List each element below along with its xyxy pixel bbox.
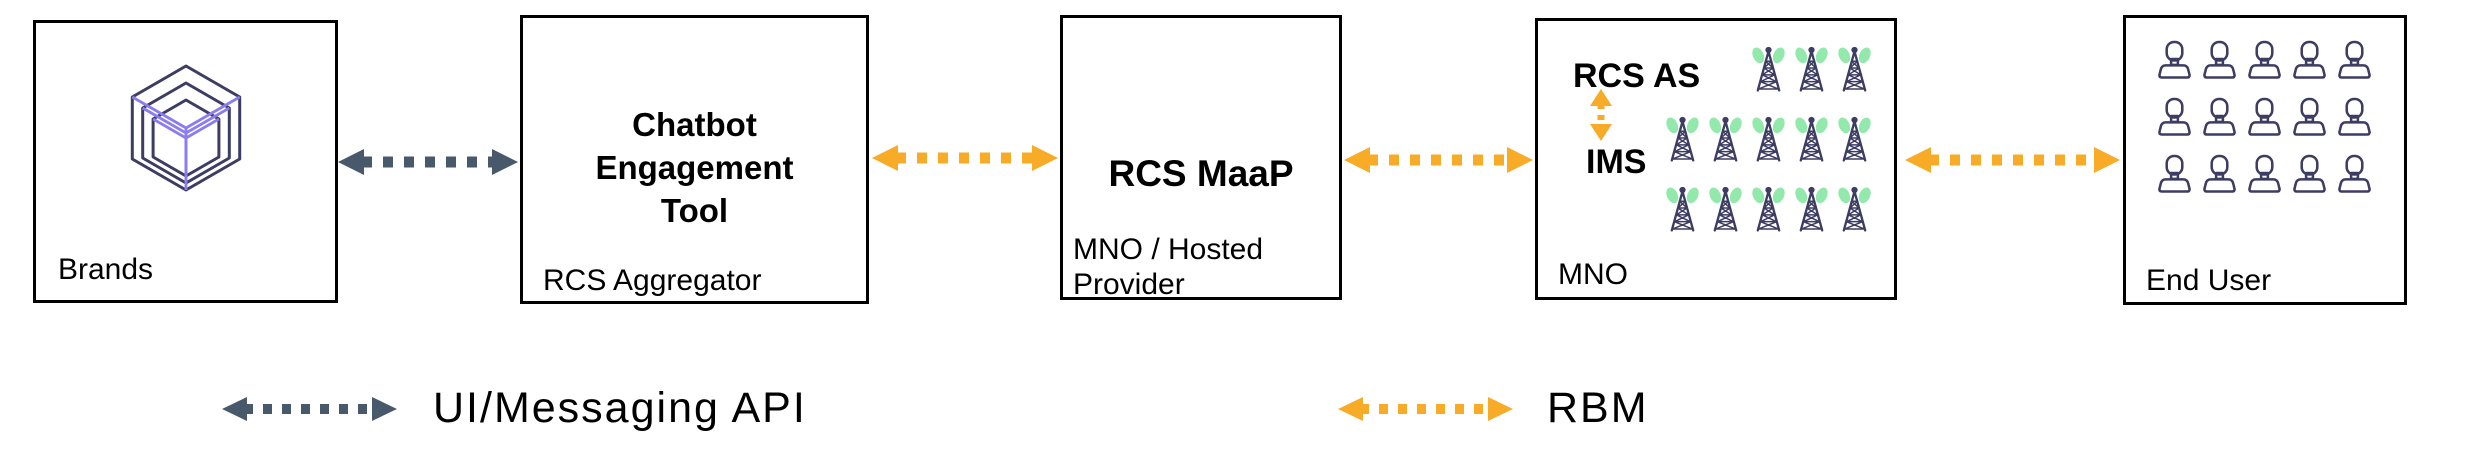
rbm-arrow-icon [1338,396,1513,421]
cell-tower-icon [1709,116,1742,162]
cell-tower-icon [1795,186,1828,232]
rcs-as-label: RCS AS [1573,57,1701,95]
cell-tower-icon [1752,186,1785,232]
rbm-connector-mno-enduser [1905,147,2120,173]
person-icon [2248,40,2281,79]
api-connector-brands-chatbot [338,149,518,175]
tower-row [1664,44,1873,94]
person-row [2156,154,2373,194]
brands-label: Brands [58,253,154,286]
person-icon [2338,154,2371,193]
rcs-maap-title: RCS MaaP [1108,153,1294,194]
cell-tower-icon [1709,186,1742,232]
api-arrow-icon [222,396,397,421]
rbm-connector-maap-mno [1344,147,1533,173]
cell-tower-icon [1838,186,1871,232]
person-icon [2338,40,2371,79]
person-row [2156,40,2373,80]
person-icon [2158,40,2191,79]
chatbot-engagement-tool-box: Chatbot Engagement Tool RCS Aggregator [520,15,869,304]
cell-tower-icon [1752,116,1785,162]
chatbot-engagement-tool-title: Chatbot Engagement Tool [595,106,794,229]
legend-api-label: UI/Messaging API [433,384,807,432]
person-icon [2248,154,2281,193]
rcs-maap-box: RCS MaaP MNO / Hosted Provider [1060,15,1342,301]
cell-tower-icon [1666,186,1699,232]
tower-row [1664,114,1873,164]
person-icon [2203,154,2236,193]
person-icon [2158,154,2191,193]
person-icon [2338,97,2371,136]
rcs-aggregator-label: RCS Aggregator [543,264,762,297]
end-user-grid [2156,40,2373,194]
cell-tower-icon [1666,116,1699,162]
tower-row [1664,184,1873,234]
mno-hosted-provider-label: MNO / Hosted Provider [1073,233,1264,301]
end-user-box: End User [2123,15,2407,305]
cell-tower-icon [1838,116,1871,162]
person-icon [2203,40,2236,79]
rbm-connector-chatbot-maap [872,145,1058,171]
cell-tower-icon [1752,46,1785,92]
legend-item-api: UI/Messaging API [222,384,807,433]
ims-label: IMS [1586,143,1647,181]
brands-box: Brands [33,20,338,303]
cell-tower-grid [1664,44,1873,234]
person-icon [2248,97,2281,136]
cell-tower-icon [1838,46,1871,92]
person-row [2156,97,2373,137]
cell-tower-icon [1795,46,1828,92]
person-icon [2203,97,2236,136]
mno-label: MNO [1558,258,1628,291]
legend-item-rbm: RBM [1338,384,1649,433]
end-user-label: End User [2146,264,2272,297]
person-icon [2293,154,2326,193]
rbm-connector-rcsas-ims [1590,89,1612,141]
mno-box: RCS AS IMS [1535,18,1897,300]
person-icon [2158,97,2191,136]
person-icon [2293,40,2326,79]
person-icon [2293,97,2326,136]
nested-cube-icon [130,64,242,192]
legend-rbm-label: RBM [1547,384,1649,432]
cell-tower-icon [1795,116,1828,162]
